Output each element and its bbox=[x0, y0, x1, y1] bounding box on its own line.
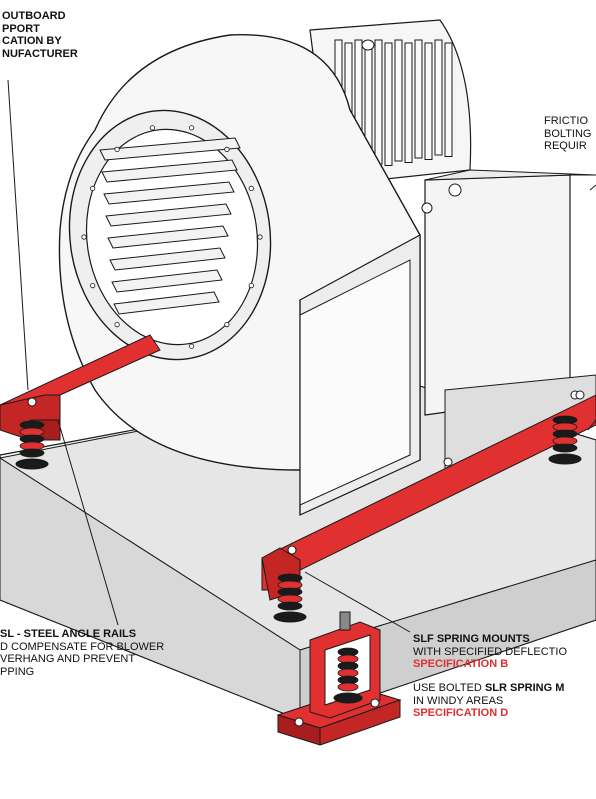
motor-base-block bbox=[421, 169, 596, 471]
label-friction-bolting: FRICTIO BOLTING REQUIR bbox=[544, 115, 592, 152]
slr-spring-mount-detail bbox=[276, 611, 402, 746]
blower-inlet bbox=[68, 109, 272, 361]
label-outboard-support: OUTBOARD PPORT CATION BY NUFACTURER bbox=[2, 10, 78, 60]
label-slf-spring-mounts: SLF SPRING MOUNTS WITH SPECIFIED DEFLECT… bbox=[413, 633, 568, 670]
leader-lines bbox=[7, 79, 596, 633]
left-spring-mount bbox=[15, 420, 49, 470]
right-spring-mount bbox=[548, 415, 582, 465]
label-steel-angle-rails: SL - STEEL ANGLE RAILS D COMPENSATE FOR … bbox=[0, 628, 165, 678]
label-slr-spring-mounts: USE BOLTED SLR SPRING M IN WINDY AREAS S… bbox=[413, 682, 565, 719]
front-spring-mount bbox=[273, 573, 307, 623]
